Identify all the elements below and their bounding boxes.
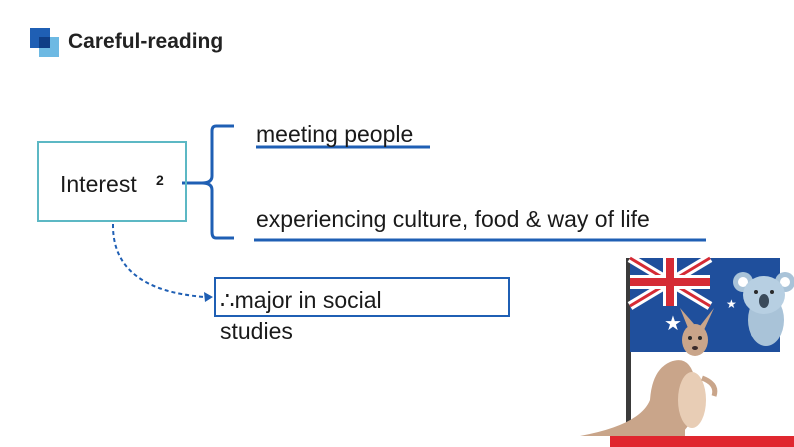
therefore-symbol: ∴ xyxy=(220,287,235,313)
svg-text:★: ★ xyxy=(726,297,737,311)
dashed-arrow xyxy=(113,224,205,297)
curly-brace xyxy=(202,126,234,238)
item-meeting-people: meeting people xyxy=(256,121,413,148)
red-platform xyxy=(610,436,794,447)
interest-label: Interest xyxy=(60,171,137,198)
item-experiencing-culture: experiencing culture, food & way of life xyxy=(256,206,650,233)
conclusion-line1: major in social xyxy=(235,287,382,313)
conclusion-text: ∴major in social studies xyxy=(220,285,440,347)
conclusion-line2: studies xyxy=(220,318,293,344)
australia-illustration: ★ ★ ★ ★ ★ xyxy=(580,250,794,447)
interest-superscript: 2 xyxy=(156,172,164,188)
arrow-head-icon xyxy=(204,292,213,302)
svg-text:★: ★ xyxy=(664,311,682,335)
